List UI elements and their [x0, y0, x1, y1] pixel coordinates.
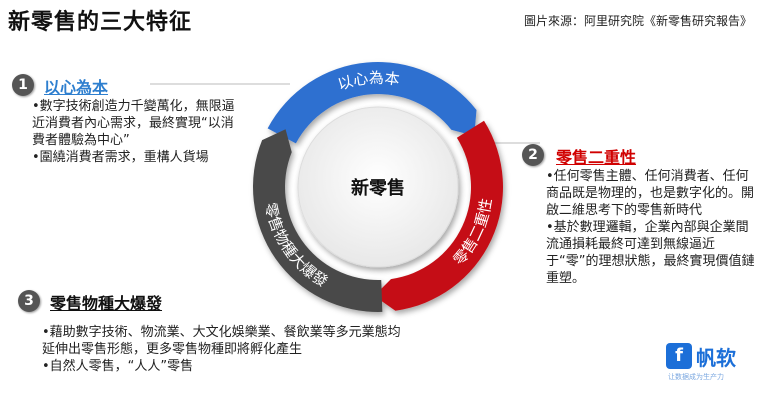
fanruan-logo-icon: f — [666, 343, 692, 369]
pillar-1-description: •數字技術創造力千變萬化，無限逼近消費者內心需求，最終實現“以消費者體驗為中心”… — [32, 98, 242, 166]
fanruan-logo: f 帆软 让数据成为生产力 — [666, 340, 754, 386]
center-label: 新零售 — [351, 177, 405, 199]
pillar-1-bullet-1: •數字技術創造力千變萬化，無限逼近消費者內心需求，最終實現“以消費者體驗為中心” — [32, 99, 235, 148]
pillar-3-description: •藉助數字技術、物流業、大文化娛樂業、餐飲業等多元業態均延伸出零售形態，更多零售… — [42, 324, 402, 375]
pillar-3-heading: 零售物種大爆發 — [50, 294, 163, 313]
pillar-2-number-badge: 2 — [522, 144, 544, 166]
pillar-2-description: •任何零售主體、任何消費者、任何商品既是物理的，也是數字化的。開啟二維思考下的零… — [546, 168, 756, 287]
pillar-3-bullet-1: •藉助數字技術、物流業、大文化娛樂業、餐飲業等多元業態均延伸出零售形態，更多零售… — [42, 325, 401, 357]
fanruan-logo-text: 帆软 — [696, 346, 736, 370]
page-title: 新零售的三大特征 — [8, 10, 193, 35]
image-source: 圖片來源：阿里研究院《新零售研究報告》 — [523, 14, 752, 28]
pillar-2-bullet-2: •基於數理邏輯，企業內部與企業間流通損耗最終可達到無線逼近于“零”的理想狀態，最… — [546, 220, 755, 286]
ring-segment-top — [267, 61, 477, 144]
pillar-1-bullet-2: •圍繞消費者需求，重構人貨場 — [32, 150, 209, 165]
pillar-1-number-badge: 1 — [12, 74, 34, 96]
pillar-1-heading: 以心為本 — [44, 78, 109, 97]
fanruan-logo-slogan: 让数据成为生产力 — [668, 373, 724, 381]
center-circle — [297, 106, 459, 268]
pillar-2-bullet-1: •任何零售主體、任何消費者、任何商品既是物理的，也是數字化的。開啟二維思考下的零… — [546, 169, 755, 218]
pillar-3-number-badge: 3 — [18, 290, 40, 312]
pillar-3-bullet-2: •自然人零售，“人人”零售 — [42, 359, 194, 374]
pillar-2-heading: 零售二重性 — [556, 148, 637, 167]
ring-segment-right — [374, 120, 504, 311]
ring-segment-left — [253, 129, 383, 312]
